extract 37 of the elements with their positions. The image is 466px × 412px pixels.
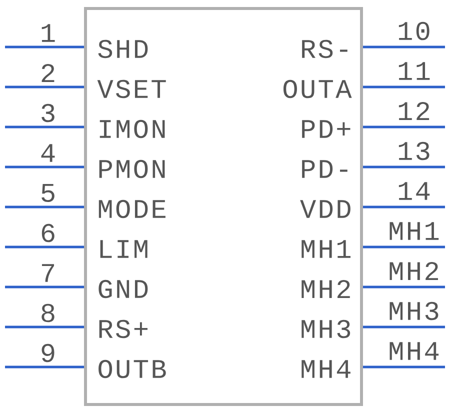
pin-name: GND — [98, 280, 148, 298]
chip-body — [84, 7, 363, 406]
pin-name: OUTA — [283, 80, 352, 98]
pin-number: MH1 — [390, 222, 439, 240]
pin-number: 11 — [398, 62, 430, 80]
pin-number: 8 — [42, 304, 54, 322]
pin-name: MH2 — [302, 280, 350, 298]
pin-name: OUTB — [98, 360, 166, 378]
pin-name: VDD — [300, 200, 350, 218]
pin-name: VSET — [97, 80, 166, 98]
pin-name: MH3 — [302, 320, 350, 338]
pin-name: PD+ — [302, 120, 350, 138]
pin-name: PD- — [302, 160, 348, 178]
pin-number: 6 — [42, 224, 54, 242]
pin-number: 14 — [398, 182, 430, 200]
pin-name: MH4 — [302, 360, 350, 378]
pin-name: SHD — [98, 40, 148, 58]
pin-number: 3 — [42, 104, 54, 122]
pin-number: 7 — [42, 264, 54, 282]
pin-name: RS- — [302, 40, 348, 58]
pin-number: 4 — [41, 144, 55, 162]
pin-number: 13 — [398, 142, 430, 160]
pin-number: 2 — [42, 64, 54, 82]
pin-name: IMON — [100, 120, 165, 138]
pin-number: MH2 — [390, 262, 438, 280]
pin-number: MH4 — [390, 342, 439, 360]
pin-name: MH1 — [302, 240, 350, 258]
pin-number: 12 — [398, 102, 430, 120]
pin-name: MODE — [98, 200, 166, 218]
pin-number: 9 — [42, 344, 54, 362]
pin-number: 5 — [42, 184, 54, 202]
pin-name: LIM — [100, 240, 148, 258]
pin-number: 10 — [398, 22, 430, 40]
pin-number: 1 — [42, 24, 55, 42]
pin-name: RS+ — [99, 320, 148, 338]
pin-number: MH3 — [390, 302, 438, 320]
pin-name: PMON — [99, 160, 165, 178]
